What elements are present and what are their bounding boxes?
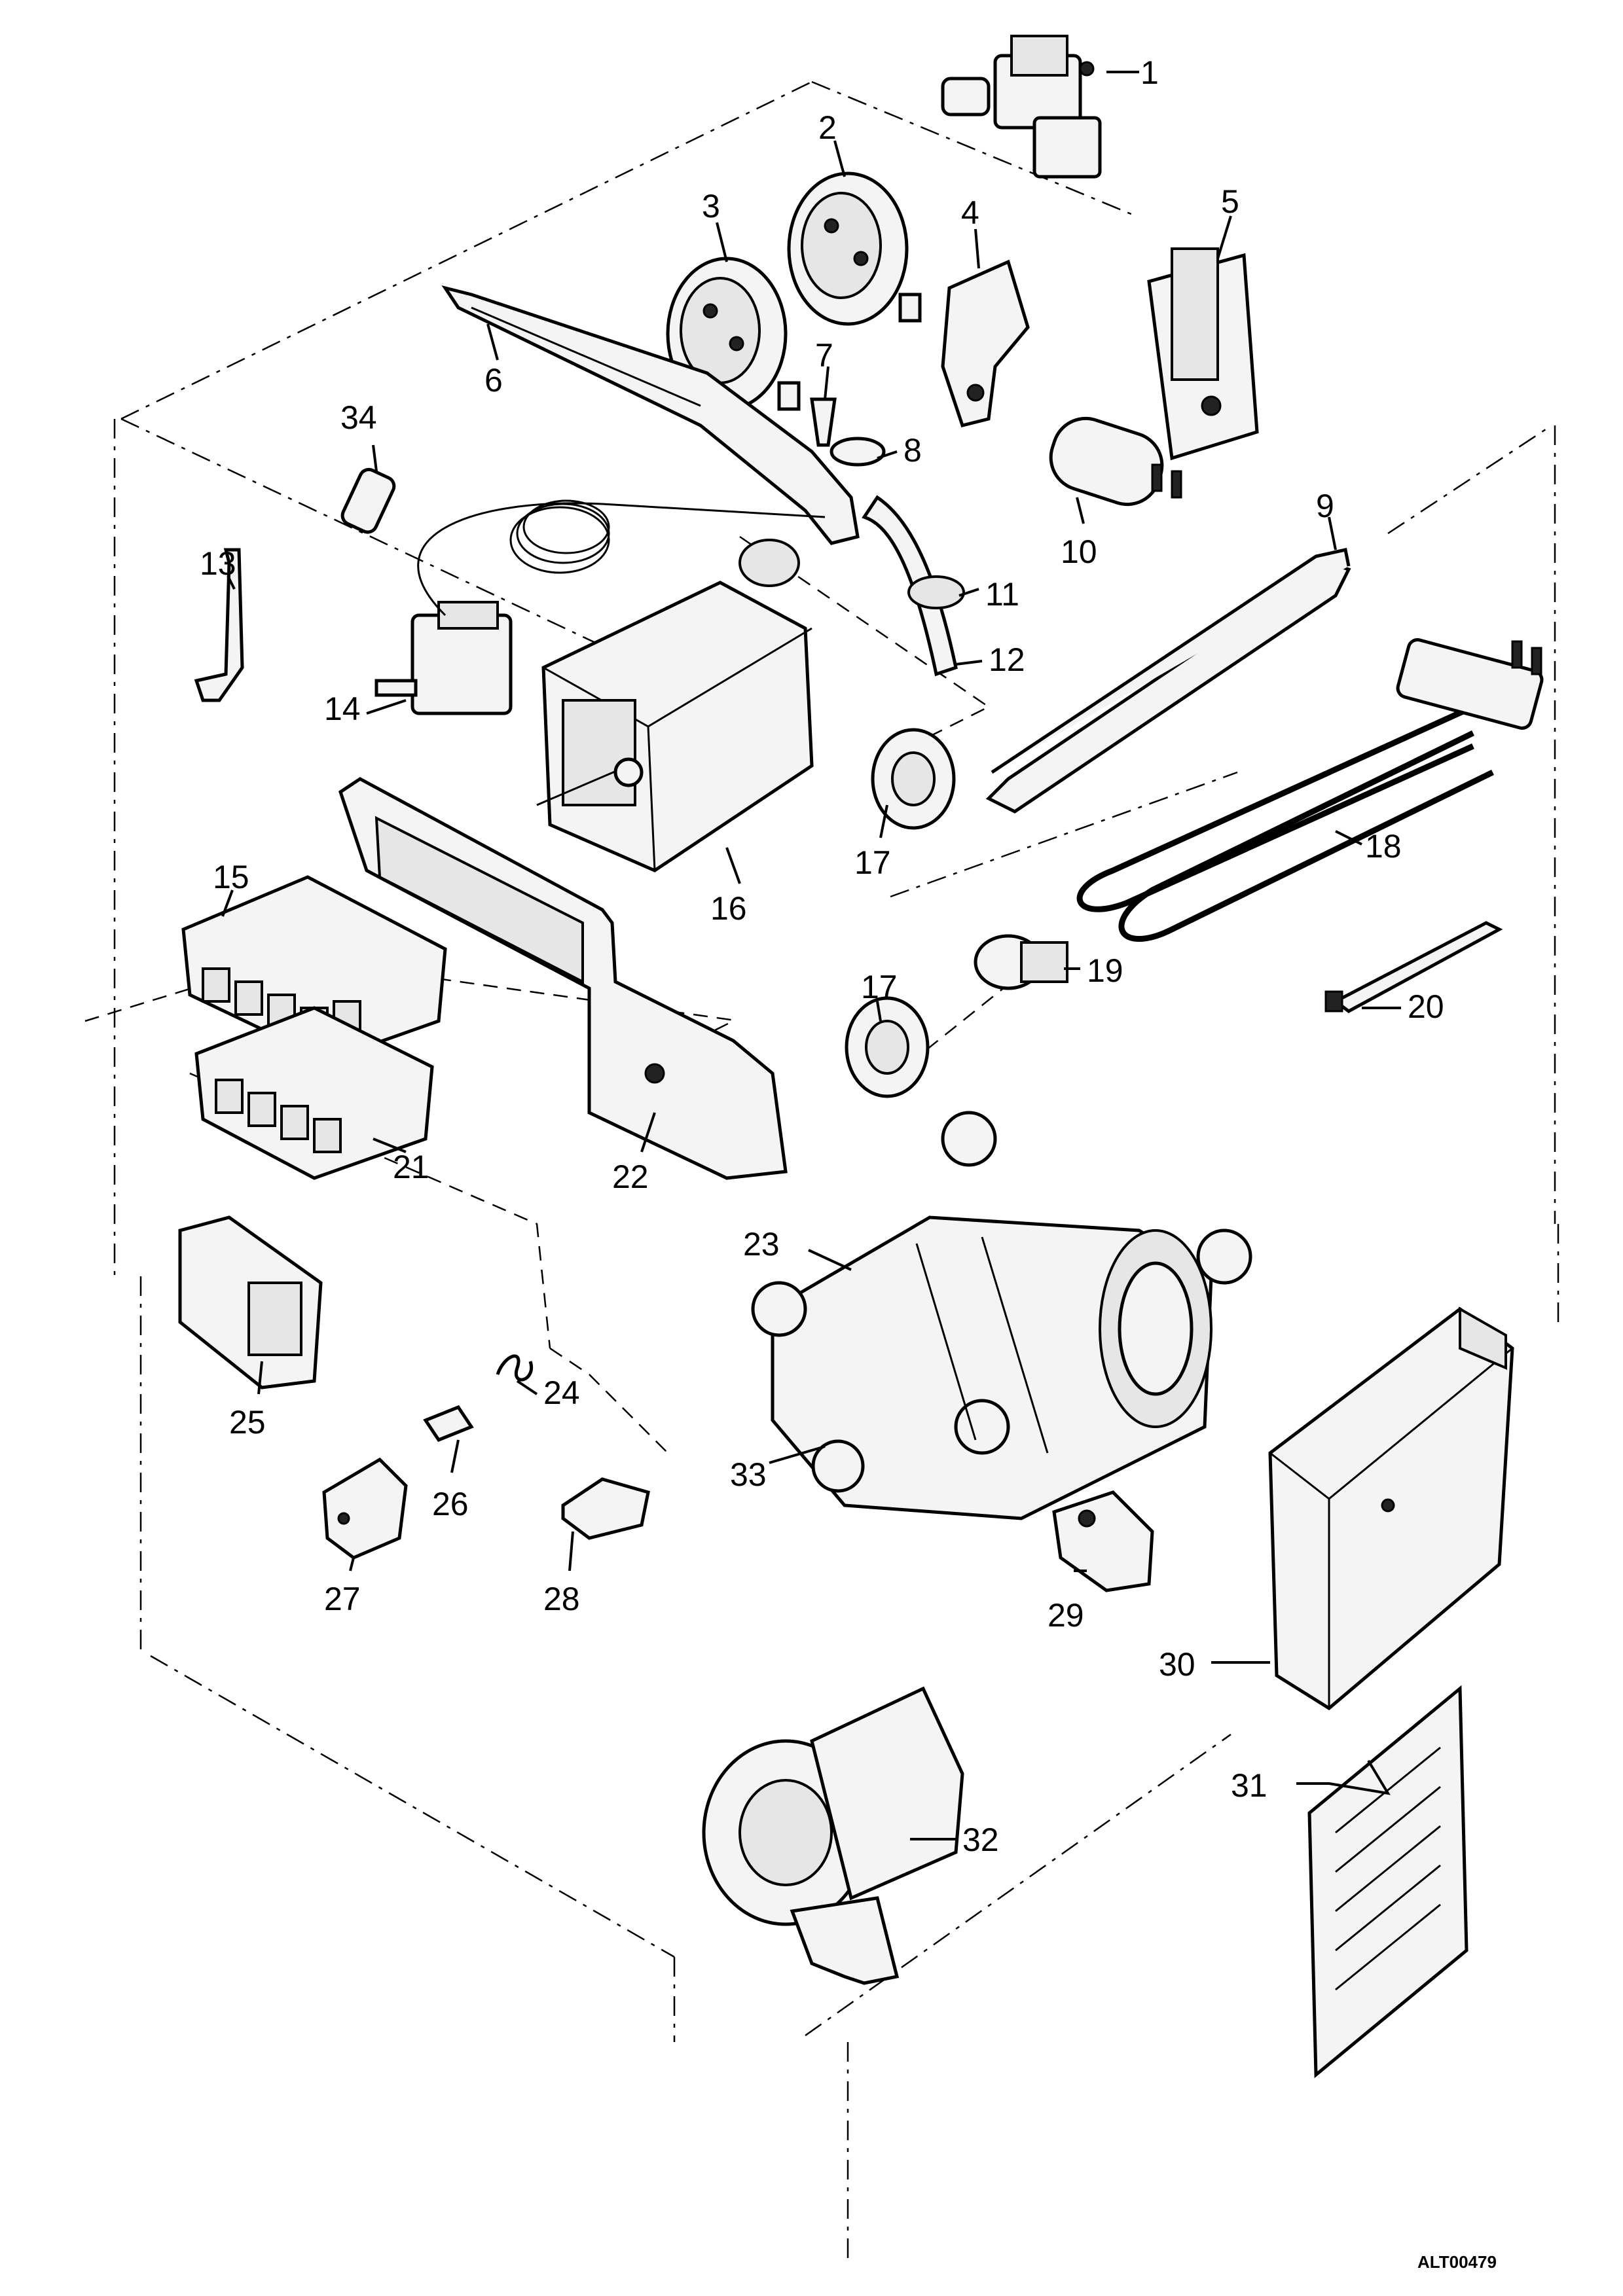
thermostat-icon	[374, 499, 826, 715]
pressure-switch-icon	[787, 171, 922, 326]
callout-1: 1	[1140, 54, 1159, 91]
thermostat-switch-icon	[974, 934, 1068, 990]
earth-strap-icon	[1324, 921, 1503, 1013]
callout-labels: 1 2 3 4 5 6 7 8 9 10 11 12 13 14 15 16 1…	[200, 54, 1444, 1858]
callout-33: 33	[730, 1456, 767, 1493]
switch-block-icon	[181, 875, 447, 1062]
callout-9: 9	[1316, 488, 1334, 524]
callout-3: 3	[702, 188, 720, 224]
callout-31: 31	[1231, 1767, 1267, 1804]
callout-27: 27	[324, 1581, 361, 1617]
callout-22: 22	[612, 1158, 649, 1195]
callout-17a: 17	[854, 844, 891, 881]
callout-14: 14	[324, 691, 361, 727]
callout-15: 15	[213, 859, 249, 895]
callout-25: 25	[229, 1404, 266, 1441]
sleeve-icon	[862, 495, 965, 677]
knob-seal-icon	[845, 996, 930, 1098]
suppressor-icon	[322, 1457, 408, 1560]
terminal-block-icon	[561, 1477, 650, 1540]
callout-23: 23	[743, 1226, 780, 1263]
callout-24: 24	[543, 1374, 580, 1411]
heater-support-icon	[985, 548, 1351, 814]
callout-11: 11	[985, 576, 1019, 613]
callout-8: 8	[903, 432, 922, 469]
callout-17b: 17	[861, 969, 898, 1005]
callout-29: 29	[1048, 1597, 1084, 1634]
callout-20: 20	[1408, 988, 1444, 1025]
motor-icon	[751, 1111, 1252, 1520]
support-bar-icon	[441, 285, 860, 545]
pump-icon	[702, 1686, 964, 1985]
panel-frame-icon	[338, 777, 788, 1180]
callout-28: 28	[543, 1581, 580, 1617]
heating-element-icon	[1076, 638, 1544, 942]
callout-16: 16	[710, 890, 747, 927]
callout-10: 10	[1061, 533, 1097, 570]
callout-5: 5	[1221, 183, 1239, 220]
leader-lines	[221, 71, 1401, 1840]
callout-4: 4	[961, 194, 979, 231]
callout-34: 34	[340, 399, 377, 436]
capacitor-icon	[1049, 416, 1182, 507]
switch-block-icon	[194, 1006, 434, 1180]
callout-21: 21	[393, 1149, 429, 1185]
callout-7: 7	[815, 337, 833, 374]
clip-icon	[830, 437, 886, 467]
callout-13: 13	[200, 545, 236, 582]
cabinet-outline	[113, 81, 1559, 2258]
drawing-reference: ALT00479	[1417, 2252, 1497, 2272]
solenoid-valve-icon	[941, 35, 1102, 179]
callout-19: 19	[1087, 952, 1123, 989]
callout-12: 12	[989, 641, 1025, 678]
callout-30: 30	[1159, 1646, 1195, 1683]
knob-seal-icon	[871, 728, 956, 830]
cover-icon	[1268, 1306, 1514, 1711]
connector-icon	[423, 1405, 474, 1443]
callout-26: 26	[432, 1486, 469, 1522]
callout-32: 32	[962, 1821, 999, 1858]
callout-18: 18	[1365, 828, 1402, 865]
circuit-board-icon	[1307, 1685, 1468, 2079]
callout-6: 6	[484, 362, 503, 399]
programmer-icon	[536, 539, 814, 872]
lever-icon	[194, 548, 244, 702]
noise-filter-icon	[1052, 1490, 1154, 1592]
spring-icon	[496, 1354, 534, 1382]
door-interlock-icon	[1147, 247, 1259, 461]
bracket-icon	[941, 259, 1030, 427]
sleeve-icon	[340, 467, 396, 534]
callout-2: 2	[818, 109, 837, 146]
relay-icon	[178, 1215, 323, 1390]
hose-icon	[810, 397, 837, 447]
